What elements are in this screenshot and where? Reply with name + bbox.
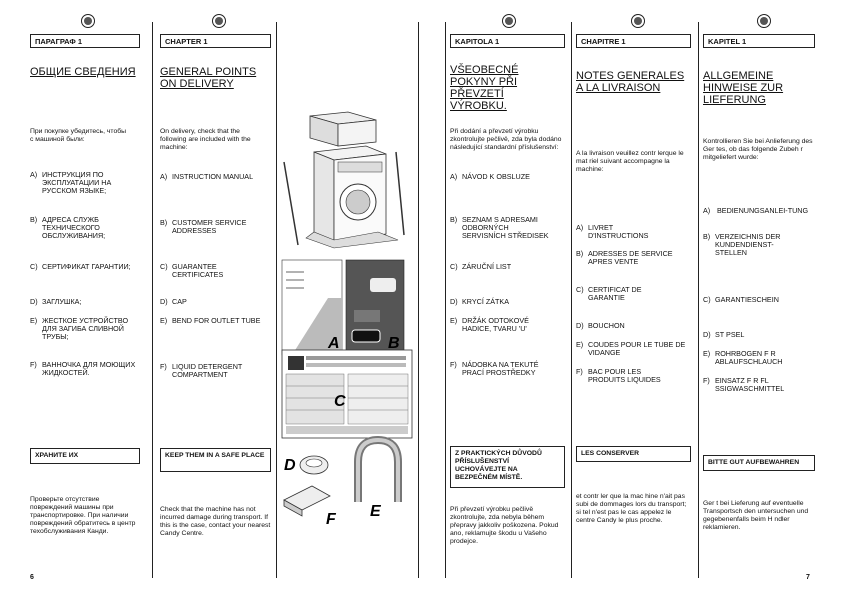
detergent-compartment-icon: F [283,485,337,525]
chapter-header: KAPITEL 1 [703,34,815,48]
damage-note: Проверьте отсутствие повреждений машины … [30,496,136,535]
packing-box-icon [309,111,377,147]
cap-icon: D [284,455,329,475]
figure-label-e: E [370,503,382,520]
english-flag-icon [212,14,226,28]
damage-note: Při převzetí výrobku pečlivě zkontrolujt… [450,506,559,545]
page-number-right: 7 [806,574,810,581]
keep-notice: ХРАНИТЕ ИХ [30,448,140,464]
washing-machine-icon [283,145,405,249]
german-flag-icon [757,14,771,28]
section-title: ALLGEMEINE HINWEISE ZUR LIEFERUNG [703,70,784,106]
instruction-manual-icon: A [281,259,343,356]
page-number-left: 6 [30,574,34,581]
damage-note: Ger t bei Lieferung auf eventuelle Trans… [703,500,809,531]
intro-text: При покупке убедитесь, чтобы с машиной б… [30,128,127,143]
figure-label-a: A [327,335,340,352]
chapter-header: CHAPITRE 1 [576,34,691,48]
service-booklet-icon: B [345,259,405,356]
chapter-header: ПАРАГРАФ 1 [30,34,140,48]
figure-label-d: D [284,457,296,474]
damage-note: et contr ler que la mac hine n'ait pas s… [576,493,687,524]
damage-note: Check that the machine has not incurred … [160,506,271,537]
russian-flag-icon [81,14,95,28]
intro-text: A la livraison veuillez contr lerque le … [576,150,684,173]
section-title: VŠEOBECNÉ POKYNY PŘI PŘEVZETÍ VÝROBKU. [450,64,519,112]
chapter-header: KAPITOLA 1 [450,34,565,48]
section-title: NOTES GENERALES A LA LIVRAISON [576,70,685,94]
figure-label-b: B [388,335,400,352]
keep-notice: BITTE GUT AUFBEWAHREN [703,455,815,471]
delivery-contents-illustration: A B C D E F [281,111,413,525]
intro-text: On delivery, check that the following ar… [160,128,251,151]
section-title: GENERAL POINTS ON DELIVERY [160,66,257,90]
intro-text: Kontrollieren Sie bei Anlieferung des Ge… [703,138,813,161]
chapter-header: CHAPTER 1 [160,34,271,48]
section-title: ОБЩИЕ СВЕДЕНИЯ [30,66,136,78]
figure-label-c: C [334,393,346,410]
czech-flag-icon [502,14,516,28]
intro-text: Při dodání a převzetí výrobku zkontroluj… [450,128,562,151]
figure-label-f: F [326,511,337,525]
french-flag-icon [631,14,645,28]
guarantee-certificate-icon: C [281,349,413,439]
keep-notice: KEEP THEM IN A SAFE PLACE [160,448,271,472]
outlet-tube-bend-icon: E [354,435,402,520]
keep-notice: Z PRAKTICKÝCH DŮVODŮ PŘÍSLUŠENSTVÍ UCHOV… [450,446,565,488]
keep-notice: LES CONSERVER [576,446,691,462]
